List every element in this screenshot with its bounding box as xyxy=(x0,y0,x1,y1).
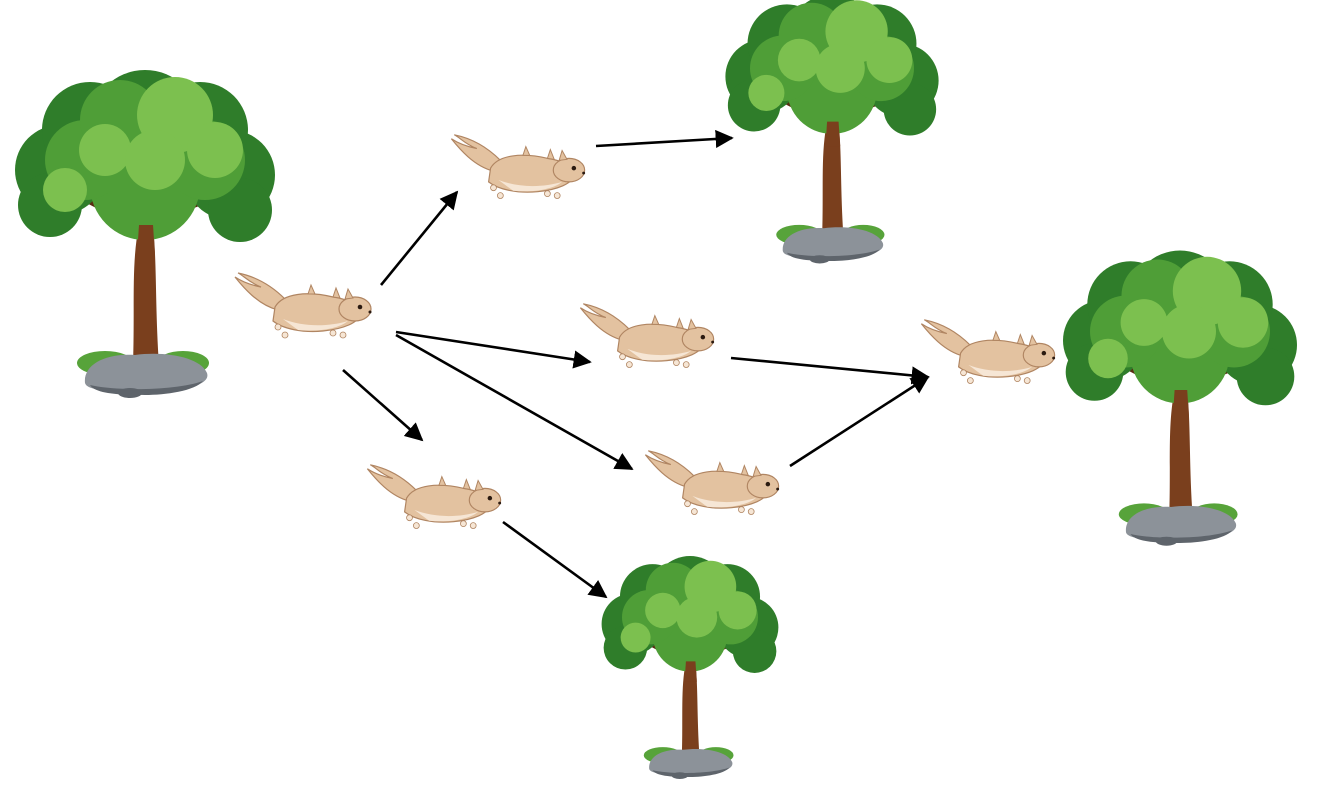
tree-origin xyxy=(15,70,275,398)
squirrel-lower-left xyxy=(366,464,502,529)
arrow-squirrel-upper-to-tree-top xyxy=(595,129,734,149)
arrow-squirrel-start-to-squirrel-lower-left xyxy=(342,369,424,442)
squirrel-lower-middle xyxy=(644,450,780,515)
nodes-layer xyxy=(15,0,1297,780)
edges-layer xyxy=(342,129,930,599)
arrow-squirrel-lower-middle-to-squirrel-right xyxy=(789,375,930,468)
arrow-squirrel-middle-to-squirrel-right xyxy=(730,356,930,385)
arrow-squirrel-start-to-squirrel-lower-middle xyxy=(395,333,634,471)
squirrel-middle xyxy=(579,303,715,368)
arrow-squirrel-lower-left-to-tree-bottom xyxy=(502,520,608,599)
squirrel-upper xyxy=(450,134,586,199)
squirrel-start xyxy=(234,272,372,339)
tree-right xyxy=(1063,250,1297,546)
tree-top xyxy=(725,0,939,264)
tree-bottom xyxy=(601,556,779,780)
arrow-squirrel-start-to-squirrel-upper xyxy=(379,190,459,286)
squirrel-right xyxy=(920,319,1056,384)
arrow-squirrel-start-to-squirrel-middle xyxy=(395,330,592,369)
